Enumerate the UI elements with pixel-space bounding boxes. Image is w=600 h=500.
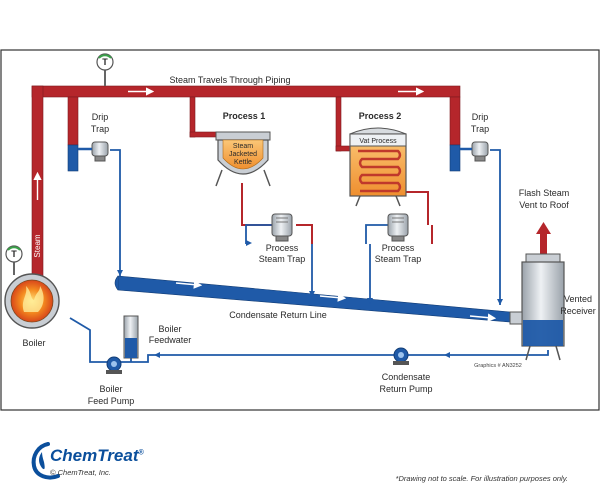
condensate-thin-lines: [69, 149, 549, 363]
gauge-top-letter: T: [102, 57, 108, 67]
gauge-boiler: T: [5, 245, 23, 275]
steam-flow-arrows: [33, 87, 425, 200]
label-vented-receiver-1: Vented: [564, 294, 592, 304]
label-flash-steam-2: Vent to Roof: [519, 200, 569, 210]
brand-registered: ®: [138, 449, 144, 457]
label-drip-trap-left-2: Trap: [91, 124, 109, 134]
vented-receiver: [509, 222, 565, 361]
boiler: [4, 273, 60, 329]
graphics-code: Graphics # AN3252: [474, 363, 522, 369]
label-feed-pump-1: Boiler: [99, 384, 122, 394]
label-feed-pump-2: Feed Pump: [88, 396, 135, 406]
brand-text: ChemTreat: [50, 446, 139, 465]
drip-leg-right-condensate: [449, 144, 461, 172]
drip-leg-left-condensate: [67, 144, 79, 172]
label-kettle-3: Kettle: [234, 159, 252, 166]
footnote: *Drawing not to scale. For illustration …: [395, 474, 568, 483]
label-boiler: Boiler: [22, 338, 45, 348]
boiler-feedwater-tank: [123, 315, 139, 359]
label-condensate-return-line: Condensate Return Line: [229, 310, 327, 320]
steam-jacketed-kettle: [215, 131, 271, 187]
label-process-trap-1-b: Steam Trap: [259, 254, 306, 264]
label-kettle-1: Steam: [233, 143, 253, 150]
label-process-1: Process 1: [223, 111, 266, 121]
gauge-top: T: [96, 53, 114, 86]
condensate-return-pump: [393, 347, 409, 365]
label-feedwater-1: Boiler: [158, 324, 181, 334]
drip-trap-right: [460, 141, 489, 162]
label-flash-steam-1: Flash Steam: [519, 188, 570, 198]
label-feedwater-2: Feedwater: [149, 335, 192, 345]
label-return-pump-2: Return Pump: [379, 384, 432, 394]
label-process-trap-1-a: Process: [266, 243, 299, 253]
label-vented-receiver-2: Receiver: [560, 306, 596, 316]
label-return-pump-1: Condensate: [382, 372, 431, 382]
label-steam: Steam: [33, 234, 42, 257]
process-steam-trap-1: [271, 213, 293, 242]
condensate-flow-arrows: [175, 280, 497, 322]
process-steam-trap-2: [387, 213, 409, 242]
chemtreat-logo-mark: [31, 442, 60, 480]
label-drip-trap-right-1: Drip: [472, 112, 489, 122]
label-kettle-2: Jacketed: [229, 151, 257, 158]
drip-trap-left: [78, 141, 109, 162]
label-process-trap-2-b: Steam Trap: [375, 254, 422, 264]
label-process-2: Process 2: [359, 111, 402, 121]
gauge-boiler-letter: T: [11, 249, 17, 259]
label-drip-trap-right-2: Trap: [471, 124, 489, 134]
label-vat-process: Vat Process: [359, 138, 397, 145]
brand-copyright: © ChemTreat, Inc.: [50, 468, 111, 477]
vat-process: [349, 127, 407, 207]
boiler-feed-pump: [106, 356, 122, 374]
label-steam-piping: Steam Travels Through Piping: [170, 75, 291, 85]
brand-name: ChemTreat®: [50, 446, 144, 466]
label-process-trap-2-a: Process: [382, 243, 415, 253]
thin-line-arrows: [117, 240, 503, 358]
label-drip-trap-left-1: Drip: [92, 112, 109, 122]
